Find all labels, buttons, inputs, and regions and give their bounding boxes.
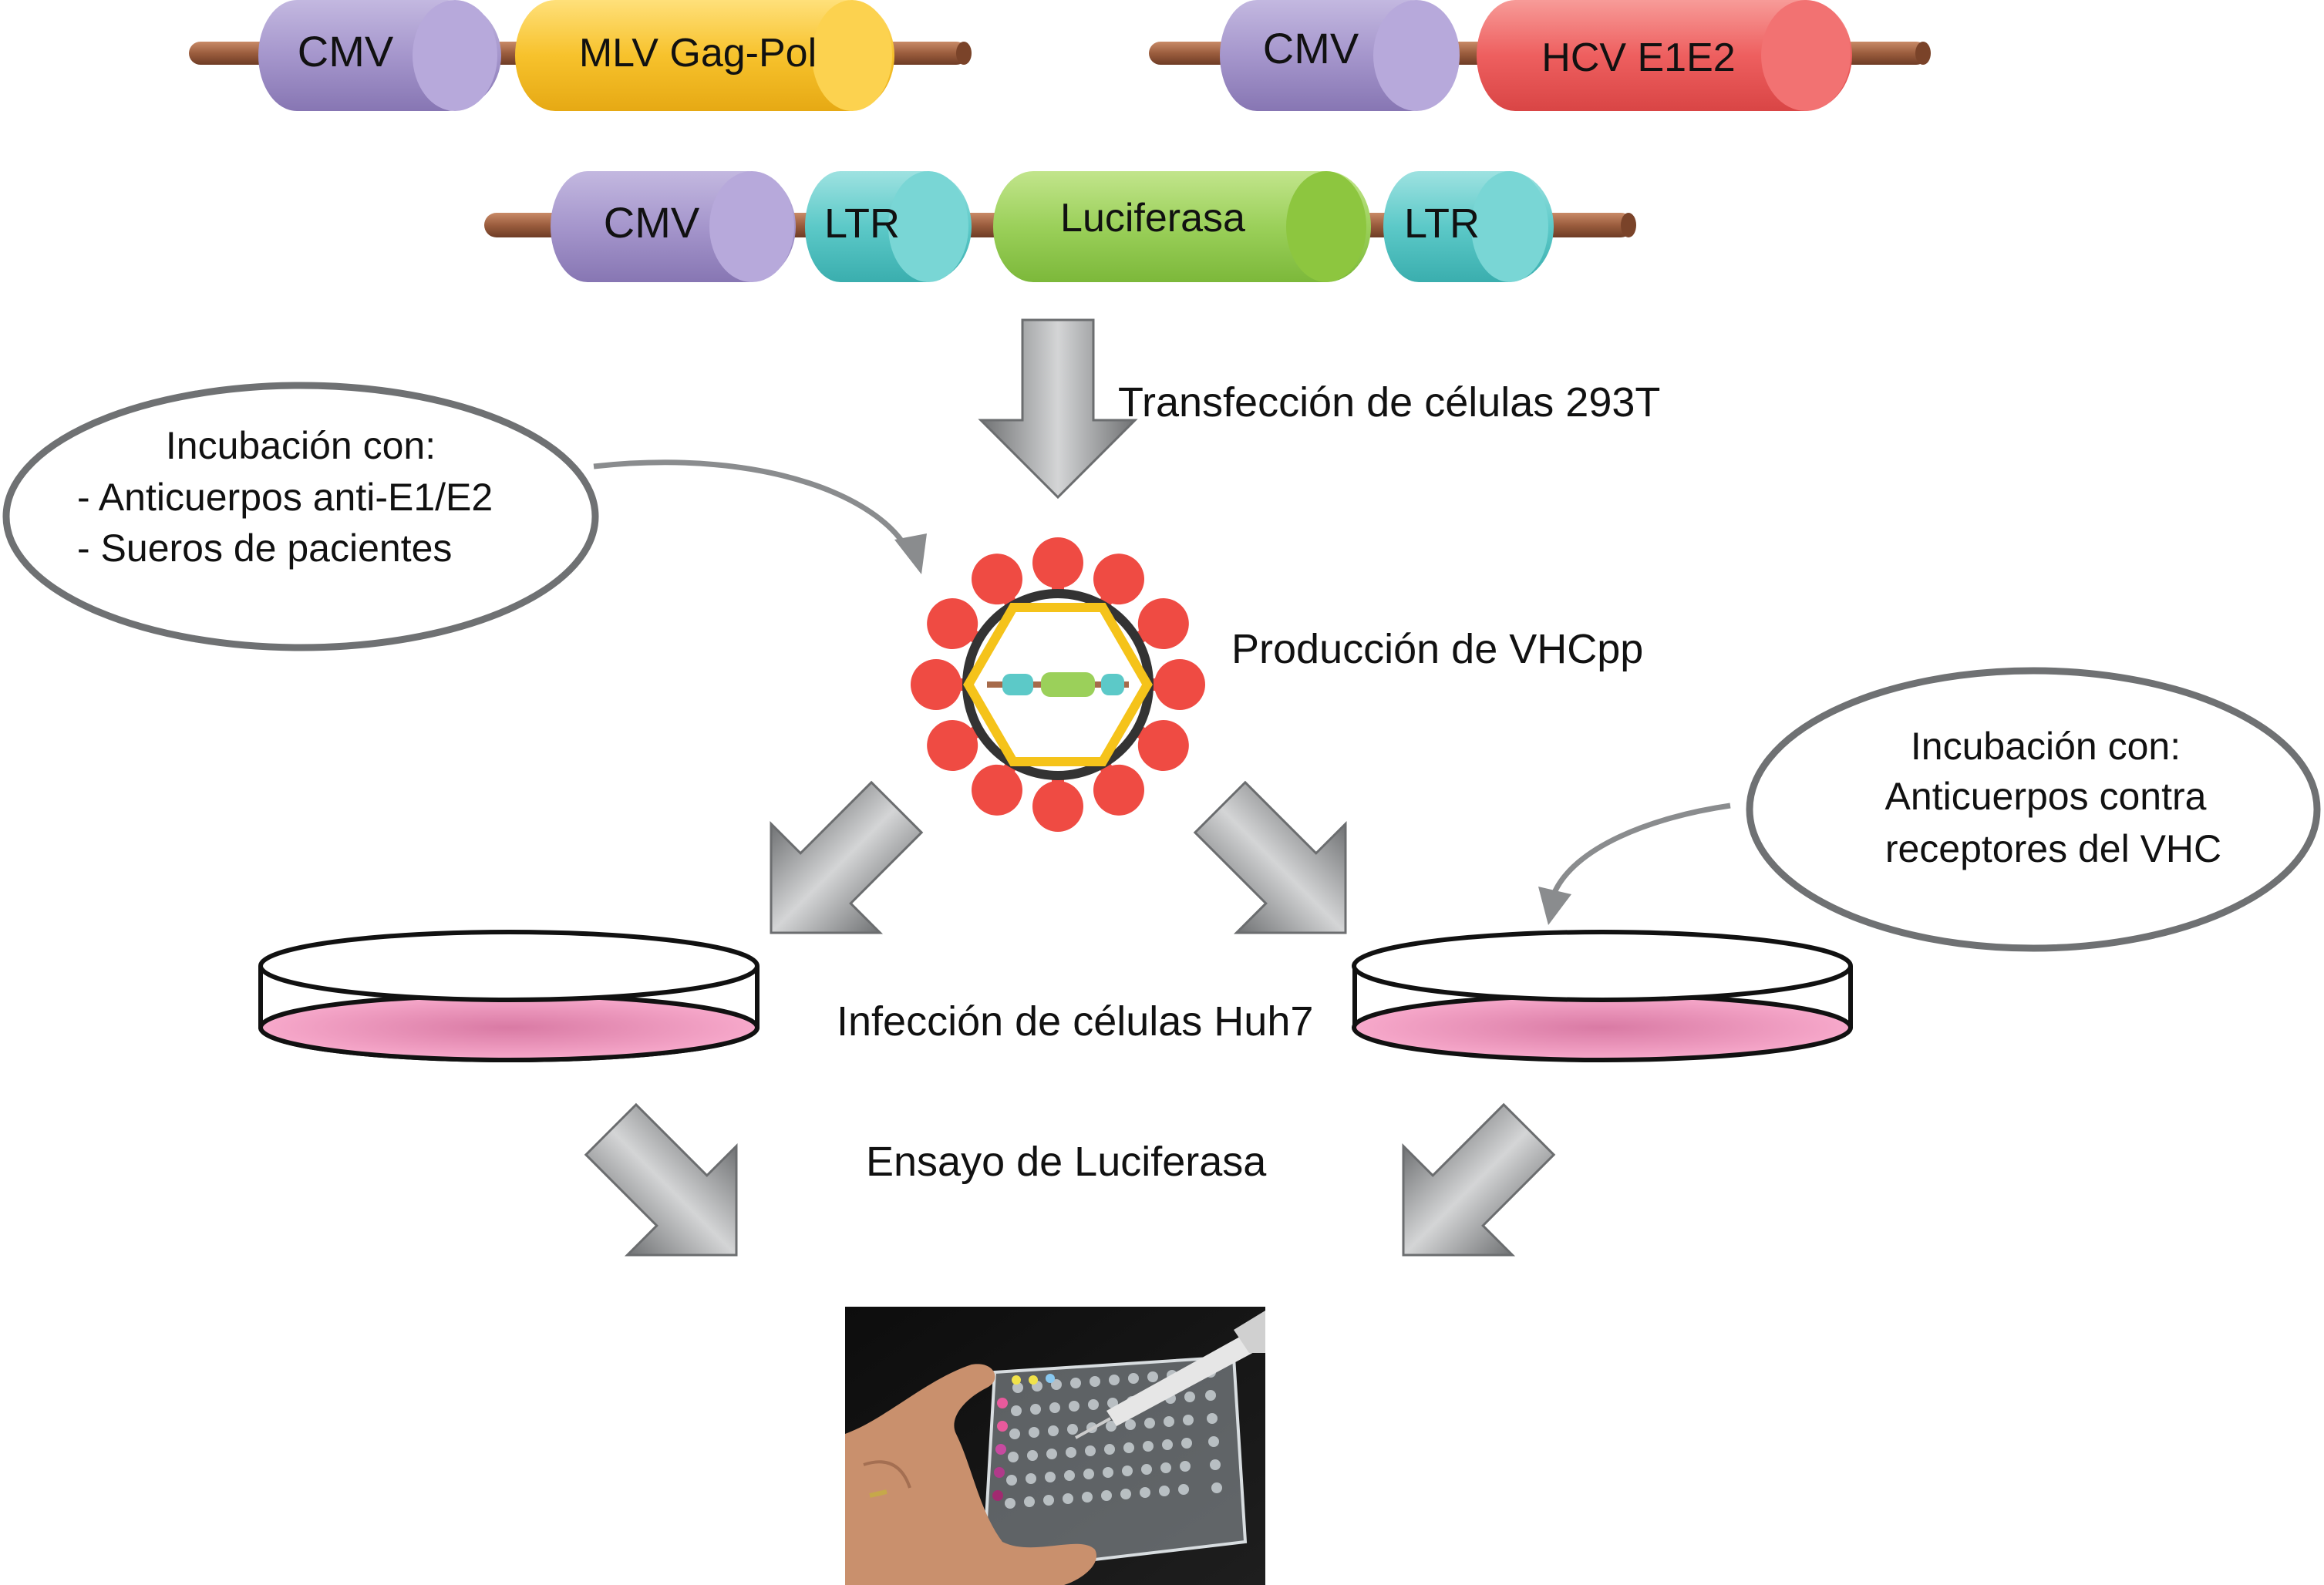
ltr-left-label: LTR [824, 200, 900, 247]
petri-dish-left [258, 930, 760, 1062]
cmv-label: CMV [298, 27, 394, 76]
plate-wells [1005, 1367, 1222, 1509]
cmv-label: CMV [604, 198, 700, 247]
assay-label: Ensayo de Luciferasa [866, 1139, 1267, 1185]
packaged-luciferase-construct [987, 672, 1129, 697]
arrow-down-transfection [979, 318, 1137, 499]
ltr-right-cylinder [1383, 171, 1554, 282]
rod-end [1915, 42, 1931, 65]
cmv-promoter-cylinder [1220, 0, 1460, 111]
arrow-to-right-dish [1164, 752, 1402, 989]
incubation-bubble-right: Incubación con: Anticuerpos contra recep… [1746, 667, 2321, 952]
cmv-promoter-cylinder [551, 171, 796, 282]
incubation-left-title: Incubación con: [166, 424, 436, 467]
arrow-to-assay-right [1347, 1074, 1585, 1311]
hand [845, 1364, 1096, 1585]
construct-luciferase: CMV LTR Luciferasa LTR [484, 171, 1636, 282]
petri-dish-right [1352, 930, 1853, 1062]
ltr-right-label: LTR [1404, 200, 1480, 247]
e1e2-label: HCV E1E2 [1541, 35, 1735, 80]
incubation-right-line1: Anticuerpos contra [1885, 775, 2207, 818]
incubation-right-title: Incubación con: [1911, 725, 2181, 768]
e1e2-cylinder [1477, 0, 1852, 111]
cmv-promoter-cylinder [258, 0, 501, 111]
incubation-right-line2: receptores del VHC [1885, 827, 2221, 870]
pipette [1075, 1311, 1265, 1439]
capsid-hexagon [963, 603, 1153, 766]
assay-plate-photo [845, 1307, 1265, 1585]
transfection-label: Transfección de células 293T [1118, 379, 1660, 426]
luciferase-cylinder [993, 171, 1371, 282]
arrow-to-left-dish [715, 752, 952, 989]
incubation-left-line1: - Anticuerpos anti-E1/E2 [77, 476, 493, 519]
construct-e1e2: CMV HCV E1E2 [1149, 0, 1931, 111]
production-label: Producción de VHCpp [1231, 626, 1643, 672]
hcv-pseudoparticle [911, 537, 1205, 832]
incubation-left-line2: - Sueros de pacientes [77, 527, 452, 570]
incubation-arrow-left [593, 459, 927, 574]
multiwell-plate [981, 1354, 1248, 1575]
gag-pol-label: MLV Gag-Pol [579, 31, 817, 76]
rod-end [956, 42, 972, 65]
infection-label: Infección de células Huh7 [837, 998, 1313, 1045]
incubation-arrow-right [1538, 803, 1731, 925]
incubation-bubble-left: Incubación con: - Anticuerpos anti-E1/E2… [2, 382, 599, 651]
ltr-left-cylinder [805, 171, 972, 282]
gag-pol-cylinder [515, 0, 894, 111]
construct-gag-pol: CMV MLV Gag-Pol [189, 0, 972, 111]
colored-wells [992, 1374, 1055, 1501]
cmv-label: CMV [1263, 24, 1359, 72]
arrow-to-assay-left [555, 1074, 793, 1311]
luciferase-label: Luciferasa [1060, 196, 1245, 241]
rod-end [1621, 213, 1636, 237]
